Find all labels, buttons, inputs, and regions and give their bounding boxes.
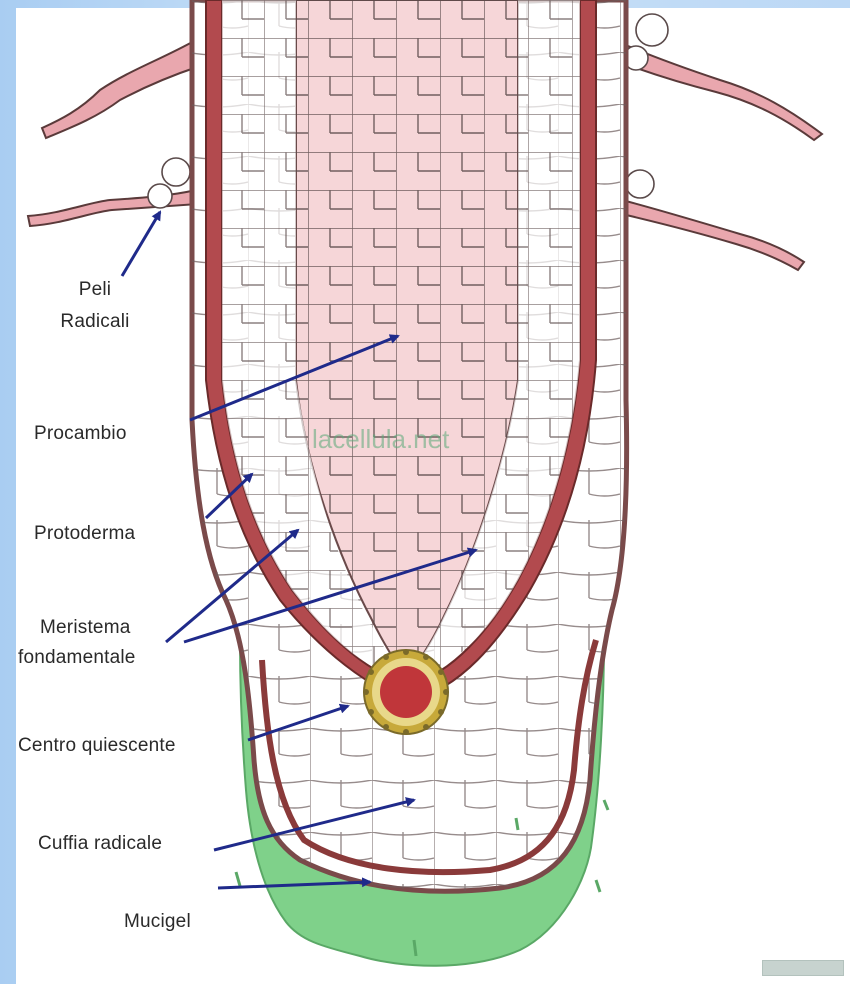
label-procambio: Procambio [34, 422, 127, 446]
quiescent-center [363, 649, 449, 735]
label-cuffia-radicale: Cuffia radicale [38, 832, 162, 856]
label-protoderma: Protoderma [34, 522, 135, 546]
watermark: lacellula.net [312, 424, 449, 455]
label-centro-quiescente: Centro quiescente [18, 734, 176, 758]
label-peli: Peli [60, 278, 130, 302]
corner-logo [762, 960, 844, 976]
label-mucigel: Mucigel [124, 910, 191, 934]
label-radicali: Radicali [52, 310, 138, 334]
label-meristema: Meristema [40, 616, 130, 640]
arrow-peli [122, 212, 160, 276]
label-fondamentale: fondamentale [18, 646, 136, 670]
